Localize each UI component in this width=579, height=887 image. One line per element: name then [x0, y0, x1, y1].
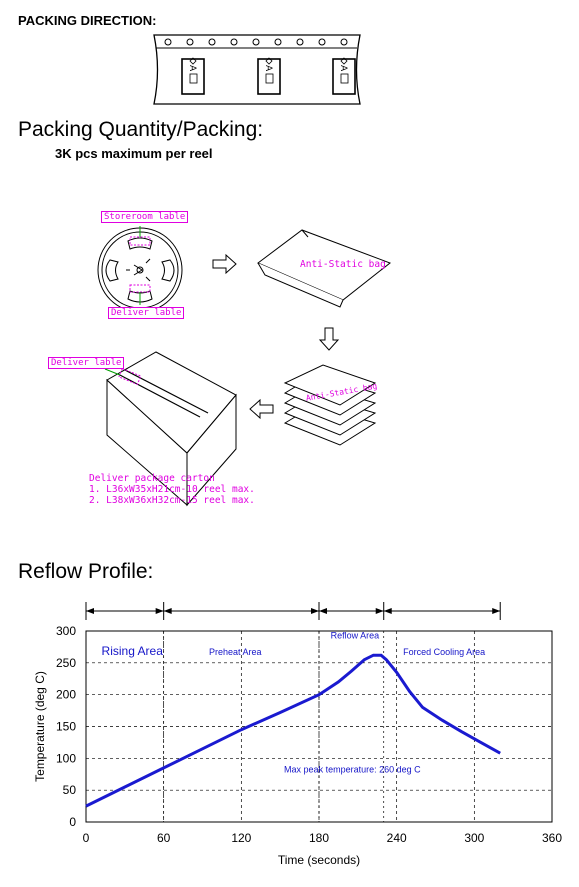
reflow-profile-heading: Reflow Profile: — [18, 560, 154, 583]
plot-frame — [85, 630, 553, 823]
carton-line-2: 2. L38xW36xH32cm-15 reel max. — [89, 495, 255, 506]
range-arrows — [85, 602, 501, 620]
x-axis-label: Time (seconds) — [278, 853, 360, 867]
carton-line-1: 1. L36xW35xH21cm-10 reel max. — [89, 484, 255, 495]
x-tick-label: 300 — [464, 831, 484, 845]
range-arrow-head — [375, 608, 384, 614]
range-arrow-head — [86, 608, 94, 614]
area-label-preheat: Preheat Area — [209, 647, 262, 657]
y-tick-label: 0 — [69, 815, 76, 829]
y-tick-label: 50 — [63, 783, 77, 797]
x-tick-labels: 0 60 120 180 240 300 360 — [83, 831, 563, 845]
svg-text:A: A — [263, 65, 273, 72]
area-dividers — [163, 631, 385, 822]
svg-text:A: A — [338, 65, 348, 72]
packing-quantity-note: 3K pcs maximum per reel — [55, 146, 213, 161]
range-arrow-head — [155, 608, 164, 614]
y-tick-label: 250 — [56, 656, 76, 670]
packing-flow-diagram — [97, 226, 392, 507]
reflow-chart: 0 60 120 180 240 300 360 0 50 100 150 200 250 300 Ti… — [33, 602, 563, 867]
right-arrow-icon — [212, 253, 237, 275]
range-arrow-head — [492, 608, 501, 614]
x-tick-label: 120 — [231, 831, 251, 845]
storeroom-label: Storeroom lable — [101, 211, 189, 223]
y-tick-label: 200 — [56, 688, 76, 702]
carton-title: Deliver package carton — [89, 473, 215, 484]
deliver-label-box: Deliver lable — [48, 357, 125, 369]
y-tick-labels: 0 50 100 150 200 250 300 — [56, 624, 76, 829]
box-label-mark — [118, 367, 142, 386]
deliver-label-mark — [129, 284, 151, 293]
y-tick-label: 150 — [56, 720, 76, 734]
area-label-cooling: Forced Cooling Area — [403, 647, 485, 657]
range-arrow-head — [319, 608, 327, 614]
peak-annotation: Max peak temperature: 260 deg C — [284, 764, 421, 774]
svg-text:A: A — [187, 65, 197, 72]
carton-box-drawing — [106, 351, 237, 507]
y-axis-label: Temperature (deg C) — [33, 671, 47, 782]
area-label-rising: Rising Area — [102, 644, 164, 658]
left-arrow-icon — [249, 398, 274, 420]
down-arrow-icon — [318, 327, 340, 351]
x-tick-label: 240 — [387, 831, 407, 845]
bag-label: Anti-Static bag — [300, 259, 386, 270]
y-tick-label: 100 — [56, 751, 76, 765]
range-arrow-head — [163, 608, 172, 614]
y-tick-label: 300 — [56, 624, 76, 638]
anti-static-bag-drawing — [257, 229, 392, 308]
range-arrow-head — [311, 608, 319, 614]
x-tick-label: 60 — [157, 831, 171, 845]
range-arrow-head — [383, 608, 392, 614]
x-tick-label: 180 — [309, 831, 329, 845]
stacked-bags-drawing — [283, 364, 377, 446]
packing-quantity-heading: Packing Quantity/Packing: — [18, 118, 264, 141]
x-tick-label: 0 — [83, 831, 90, 845]
carrier-tape-diagram: A A A — [153, 34, 361, 105]
temperature-series-line — [85, 653, 501, 808]
area-label-reflow: Reflow Area — [331, 631, 380, 641]
component-pocket — [181, 58, 356, 95]
component-marking: A A A — [187, 57, 349, 84]
packing-direction-heading: PACKING DIRECTION: — [18, 13, 157, 28]
deliver-label-reel: Deliver lable — [108, 307, 185, 319]
x-tick-label: 360 — [542, 831, 562, 845]
sprocket-holes — [164, 38, 348, 46]
